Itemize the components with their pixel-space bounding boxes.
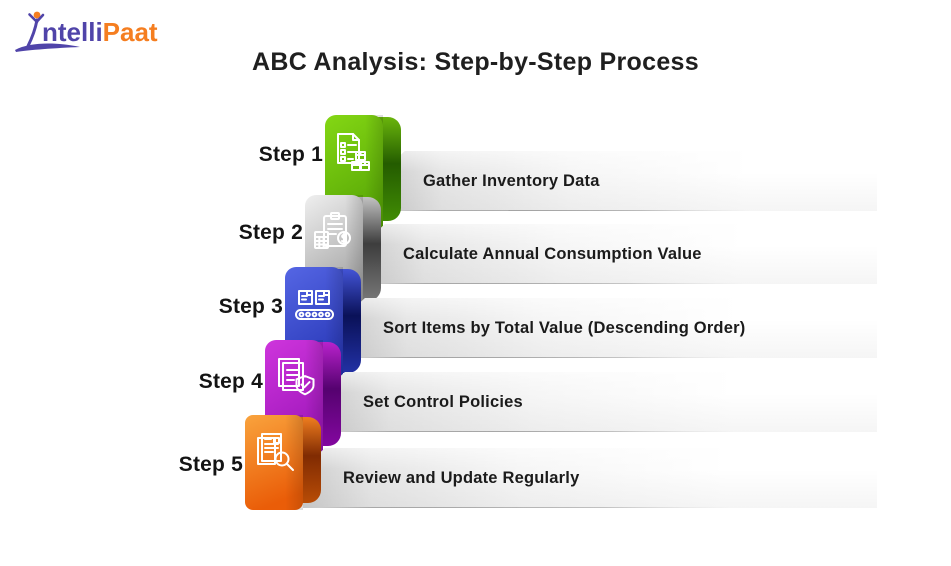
banner-shadow [359,357,840,358]
logo-swoosh [15,43,80,52]
step-label-5: Step 5 [178,453,243,476]
step-ribbon-5 [245,415,321,510]
logo-figure-icon [15,11,80,52]
step-description: Gather Inventory Data [423,171,600,190]
step-label-2: Step 2 [238,221,303,244]
inventory-checklist-icon [337,133,370,171]
step-banner-3: Sort Items by Total Value (Descending Or… [343,298,877,358]
step-description: Set Control Policies [363,392,523,411]
step-description: Review and Update Regularly [343,468,580,487]
step-description: Sort Items by Total Value (Descending Or… [383,318,746,337]
banner-shadow [397,210,843,211]
step-banner-2: Calculate Annual Consumption Value [363,224,877,284]
calculator-clipboard-icon [314,212,351,249]
logo-wordmark: ntelliPaat [42,17,158,47]
step-banner-5: Review and Update Regularly [303,448,877,508]
conveyor-sort-icon [295,290,334,320]
step-banner-4: Set Control Policies [323,372,877,432]
page-title: ABC Analysis: Step-by-Step Process [252,48,699,76]
ribbon-edge-shade [285,415,303,510]
step-label-4: Step 4 [198,370,263,393]
step-description: Calculate Annual Consumption Value [403,244,702,263]
policy-shield-icon [278,358,315,396]
intellipaat-logo: ntelliPaat [15,11,158,52]
banner-shadow [320,507,837,508]
step-label-1: Step 1 [258,143,323,166]
review-magnifier-icon [257,433,294,471]
step-label-3: Step 3 [218,295,283,318]
banner-shadow [339,431,839,432]
banner-shadow [378,283,841,284]
step-banner-1: Gather Inventory Data [383,151,877,211]
